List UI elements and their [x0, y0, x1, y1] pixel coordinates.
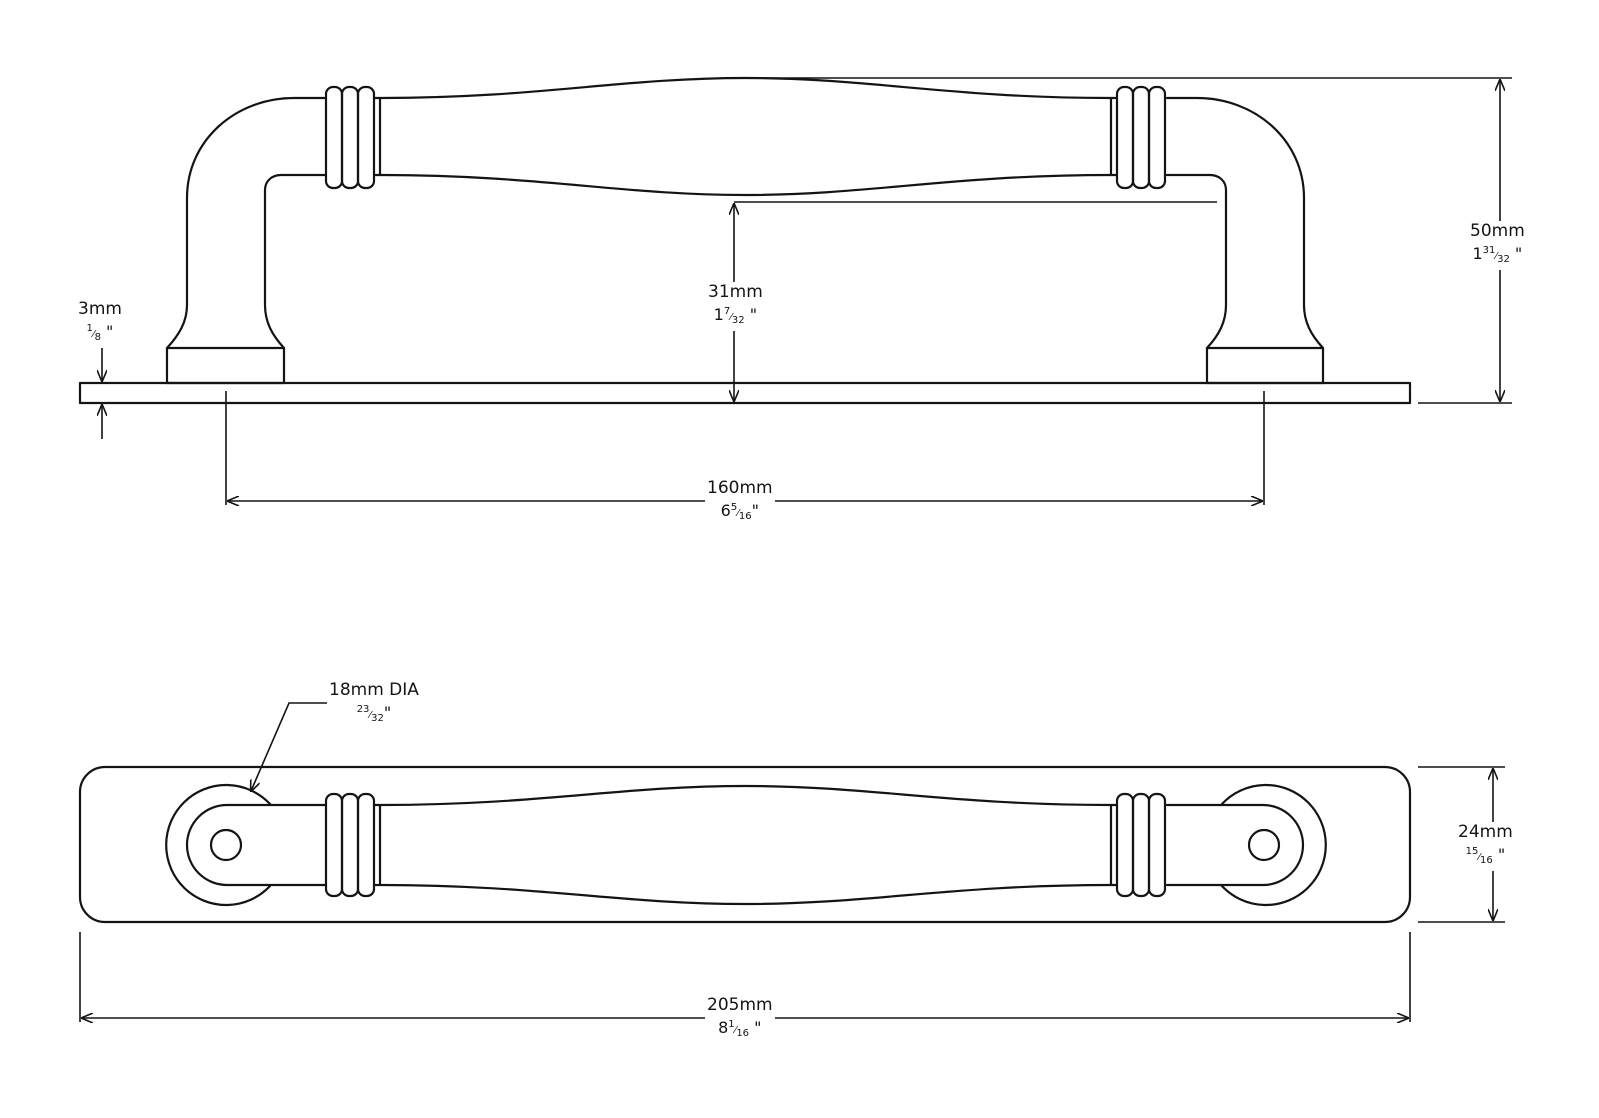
dimension-lines [79, 77, 1512, 1022]
left-boss [165, 783, 328, 907]
left-collar-side [324, 85, 382, 190]
left-collar-top [324, 792, 382, 898]
right-foot [1205, 346, 1325, 385]
right-collar-side [1109, 85, 1167, 190]
total-height-label: 50mm 131⁄32 " [1468, 221, 1527, 270]
grip-top [378, 784, 1113, 906]
back-plate-top [78, 765, 1412, 924]
boss-diameter-label: 18mm DIA 23⁄32" [327, 680, 421, 729]
boss-diameter-leader [251, 702, 330, 791]
left-post [165, 96, 328, 350]
plate-width-label: 24mm 15⁄16 " [1456, 822, 1515, 871]
right-post [1165, 96, 1325, 350]
right-boss [1165, 783, 1327, 907]
hole-centres-label: 160mm 65⁄16" [705, 478, 775, 527]
right-collar-top [1109, 792, 1167, 898]
left-foot [165, 346, 286, 385]
overall-length-label: 205mm 81⁄16 " [705, 995, 775, 1044]
plate-thickness-label: 3mm 1⁄8 " [76, 299, 124, 348]
top-view [78, 765, 1412, 924]
back-plate-side [78, 381, 1412, 405]
clearance-label: 31mm 17⁄32 " [706, 282, 765, 331]
side-view [78, 76, 1412, 405]
grip-side [378, 76, 1113, 197]
